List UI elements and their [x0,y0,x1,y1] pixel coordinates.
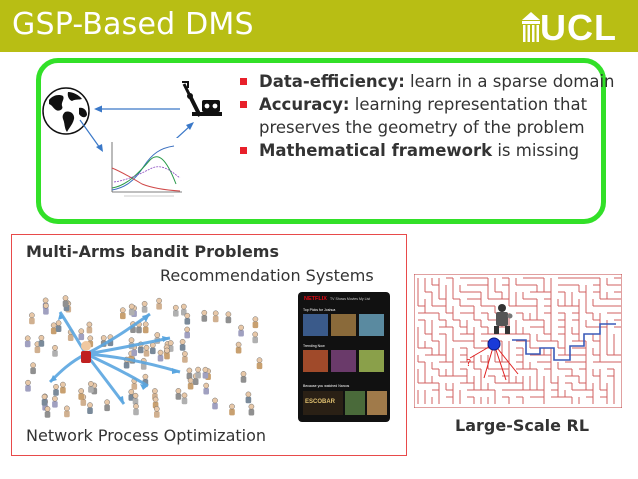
header-bar [0,0,638,52]
movie-tile [345,391,365,415]
movie-tile [359,314,384,336]
mab-label: Multi-Arms bandit Problems [26,242,279,261]
bullet-accuracy: Accuracy: learning representation that p… [238,93,618,139]
movie-tile [331,314,356,336]
challenge-bullets: Data-efficiency: learn in a sparse domai… [238,70,618,162]
ucl-portico-icon [522,12,540,42]
bullet-square-icon [240,147,247,154]
recommendation-label: Recommendation Systems [160,266,374,285]
robot-arm-icon [182,81,222,117]
slide-title: GSP-Based DMS [12,7,254,42]
movie-tile [359,350,384,372]
svg-text:?: ? [466,358,471,369]
bullet-bold: Data-efficiency: [259,72,405,91]
netflix-screenshot: NETFLIX TV Shows Movies My List Top Pick… [298,292,390,422]
netflix-row-title: Top Picks for Joshua [303,308,336,312]
ucl-logo-text: UCL [540,7,617,48]
bullet-text: learn in a sparse domain [404,72,615,91]
globe-icon [42,87,90,135]
netflix-row-title: Trending Now [303,344,325,348]
movie-tile [303,314,328,336]
movie-tile [331,350,356,372]
movie-tile [303,350,328,372]
netflix-row-title: Because you watched Narcos [303,384,350,388]
bullet-math-framework: Mathematical framework is missing [238,139,618,162]
bullet-square-icon [240,101,247,108]
movie-tile-featured: ESCOBAR [303,391,343,415]
arrow-left-icon [94,105,180,113]
bullet-data-efficiency: Data-efficiency: learn in a sparse domai… [238,70,618,93]
large-scale-rl-label: Large-Scale RL [455,416,590,435]
movie-tile [367,391,387,415]
crowd-network-illustration [20,292,272,420]
maze-robot-illustration: ? [414,274,622,408]
bullet-square-icon [240,78,247,85]
bullet-bold: Mathematical framework [259,141,493,160]
featured-title: ESCOBAR [305,399,336,405]
network-process-label: Network Process Optimization [26,426,267,445]
line-chart-thumbnail [104,138,186,202]
netflix-logo: NETFLIX [304,296,327,302]
bullet-bold: Accuracy: [259,95,350,114]
bullet-text: learning representation that preserves t… [259,95,588,137]
bullet-text: is missing [492,141,580,160]
netflix-menu: TV Shows Movies My List [330,297,371,301]
